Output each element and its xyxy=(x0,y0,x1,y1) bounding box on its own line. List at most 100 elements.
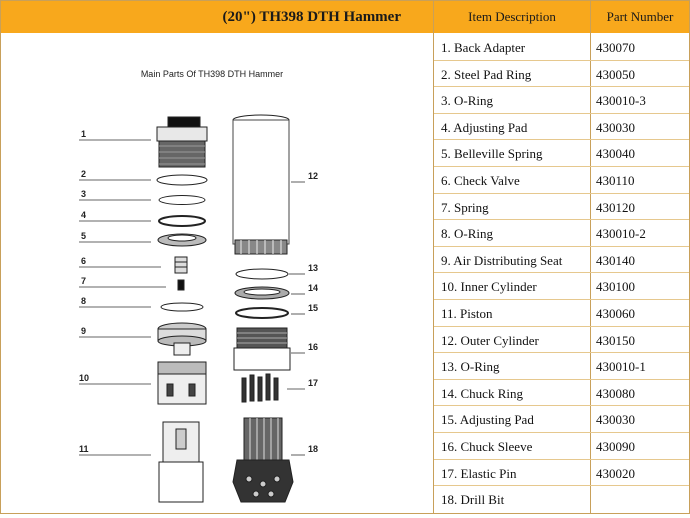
column-header-description: Item Description xyxy=(468,9,556,24)
table-row: 12. Outer Cylinder 430150 xyxy=(434,327,689,354)
callout-18: 18 xyxy=(308,444,318,454)
part-number: 430150 xyxy=(596,332,635,348)
callout-17: 17 xyxy=(308,378,318,388)
callout-13: 13 xyxy=(308,263,318,273)
part-number: 430030 xyxy=(596,119,635,135)
leader-lines-right xyxy=(287,181,305,456)
callout-2: 2 xyxy=(81,169,86,179)
callout-4: 4 xyxy=(81,210,86,220)
callout-3: 3 xyxy=(81,189,86,199)
table-row: 10. Inner Cylinder 430100 xyxy=(434,273,689,300)
part-number: 430010-2 xyxy=(596,226,646,242)
item-description: 9. Air Distributing Seat xyxy=(441,252,563,268)
part-number: 430060 xyxy=(596,305,635,321)
steel-pad-ring-part xyxy=(156,174,208,186)
callout-1: 1 xyxy=(81,129,86,139)
table-row: 18. Drill Bit xyxy=(434,486,689,513)
table-row: 7. Spring 430120 xyxy=(434,194,689,221)
o-ring-2-part xyxy=(160,302,204,312)
callout-8: 8 xyxy=(81,296,86,306)
item-description: 13. O-Ring xyxy=(441,359,500,375)
item-description: 11. Piston xyxy=(441,305,493,321)
part-number: 430080 xyxy=(596,385,635,401)
callout-6: 6 xyxy=(81,256,86,266)
callout-10: 10 xyxy=(79,373,89,383)
elastic-pins-part xyxy=(241,373,279,403)
callout-16: 16 xyxy=(308,342,318,352)
item-description: 15. Adjusting Pad xyxy=(441,412,534,428)
part-number: 430140 xyxy=(596,252,635,268)
item-description: 1. Back Adapter xyxy=(441,40,526,55)
exploded-view-diagram: Main Parts Of TH398 DTH Hammer 1 2 3 4 5… xyxy=(79,69,318,503)
table-row: 16. Chuck Sleeve 430090 xyxy=(434,433,689,460)
part-number: 430030 xyxy=(596,412,635,428)
item-description: 10. Inner Cylinder xyxy=(441,279,537,295)
item-description: 12. Outer Cylinder xyxy=(441,332,539,348)
chuck-ring-part xyxy=(234,286,290,300)
item-description: 8. O-Ring xyxy=(441,226,493,242)
item-description: 6. Check Valve xyxy=(441,172,520,188)
part-number: 430010-1 xyxy=(596,359,646,375)
part-number: 430100 xyxy=(596,279,635,295)
exploded-view-cell: Main Parts Of TH398 DTH Hammer 1 2 3 4 5… xyxy=(1,34,433,513)
table-row: 14. Chuck Ring 430080 xyxy=(434,380,689,407)
item-description: 18. Drill Bit xyxy=(441,492,505,508)
table-row: 15. Adjusting Pad 430030 xyxy=(434,406,689,433)
item-description: 7. Spring xyxy=(441,199,489,215)
part-number: 430010-3 xyxy=(596,93,646,109)
leader-lines-left xyxy=(79,139,166,456)
header-row: (20") TH398 DTH Hammer Item Description … xyxy=(1,1,689,33)
part-number: 430050 xyxy=(596,66,635,82)
part-number: 430020 xyxy=(596,465,635,481)
table-row: 11. Piston 430060 xyxy=(434,300,689,327)
table-row: 9. Air Distributing Seat 430140 xyxy=(434,247,689,274)
table-row: 3. O-Ring 430010-3 xyxy=(434,87,689,114)
table-row: 8. O-Ring 430010-2 xyxy=(434,220,689,247)
callout-15: 15 xyxy=(308,303,318,313)
page-title: (20") TH398 DTH Hammer xyxy=(222,9,401,25)
column-divider xyxy=(433,1,434,513)
item-description: 5. Belleville Spring xyxy=(441,146,543,162)
item-description: 3. O-Ring xyxy=(441,93,493,109)
chuck-sleeve-part xyxy=(233,327,291,371)
item-description: 16. Chuck Sleeve xyxy=(441,438,533,454)
drill-bit-part xyxy=(232,417,294,503)
table-row: 6. Check Valve 430110 xyxy=(434,167,689,194)
item-description: 2. Steel Pad Ring xyxy=(441,66,532,82)
spring-part xyxy=(177,279,185,291)
item-description: 4. Adjusting Pad xyxy=(441,119,528,135)
check-valve-part xyxy=(174,256,188,274)
table-row: 1. Back Adapter 430070 xyxy=(434,34,689,61)
table-row: 13. O-Ring 430010-1 xyxy=(434,353,689,380)
parts-list: 1. Back Adapter 430070 2. Steel Pad Ring 43… xyxy=(434,34,689,513)
o-ring-1-part xyxy=(235,268,289,280)
callout-9: 9 xyxy=(81,326,86,336)
item-description: 14. Chuck Ring xyxy=(441,385,523,401)
part-number: 430110 xyxy=(596,172,635,188)
part-number: 430090 xyxy=(596,438,635,454)
table-row: 5. Belleville Spring 430040 xyxy=(434,140,689,167)
table-row: 2. Steel Pad Ring 430050 xyxy=(434,61,689,88)
outer-cylinder-part xyxy=(232,114,290,255)
adjusting-pad-part xyxy=(158,215,206,227)
callout-12: 12 xyxy=(308,171,318,181)
callout-11: 11 xyxy=(79,444,89,454)
callout-14: 14 xyxy=(308,283,318,293)
piston-part xyxy=(158,421,204,503)
part-number: 430120 xyxy=(596,199,635,215)
o-ring-3-part xyxy=(158,195,206,205)
table-row: 17. Elastic Pin 430020 xyxy=(434,460,689,487)
diagram-caption: Main Parts Of TH398 DTH Hammer xyxy=(141,69,283,79)
column-divider xyxy=(590,1,591,513)
callout-5: 5 xyxy=(81,231,86,241)
inner-cylinder-part xyxy=(157,361,207,405)
callout-7: 7 xyxy=(81,276,86,286)
item-description: 17. Elastic Pin xyxy=(441,465,517,481)
column-header-part-number: Part Number xyxy=(606,9,674,24)
part-number: 430040 xyxy=(596,146,635,162)
air-distributing-seat-part xyxy=(157,322,207,356)
part-number: 430070 xyxy=(596,40,635,55)
back-adapter-part xyxy=(156,116,208,168)
table-row: 4. Adjusting Pad 430030 xyxy=(434,114,689,141)
